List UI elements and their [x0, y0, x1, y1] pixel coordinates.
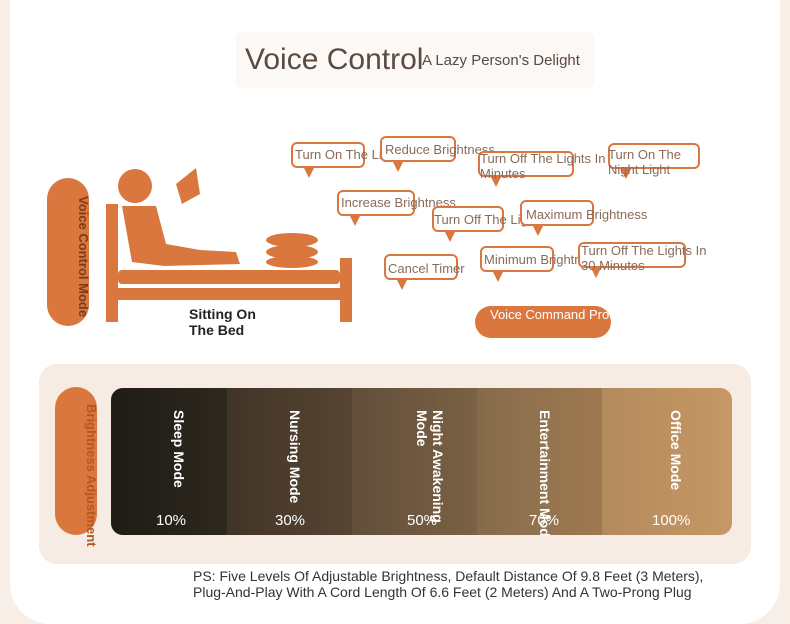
brightness-adjustment-pill	[55, 387, 97, 535]
voice-control-mode-label: Voice Control Mode	[76, 196, 91, 318]
mode-name: Sleep Mode	[171, 410, 187, 488]
mode-percent: 50%	[407, 512, 438, 529]
command-bubble	[337, 190, 415, 226]
title-banner	[236, 32, 594, 88]
command-text: Turn Off The Lights In 30 Minutes	[581, 243, 707, 273]
mode-segment[interactable]: Office Mode 100%	[602, 388, 732, 535]
command-text: Minimum Brightness	[484, 252, 602, 267]
command-text: Maximum Brightness	[526, 207, 648, 222]
command-text: Increase Brightness	[341, 195, 456, 210]
command-text: Turn On The Lights	[295, 147, 407, 162]
mode-segment[interactable]: Entertainment Mode 70%	[477, 388, 602, 535]
brightness-adjustment-label: Brightness Adjustment	[84, 404, 99, 547]
command-bubble	[291, 142, 365, 178]
command-text: Cancel Timer	[388, 261, 465, 276]
page-title: Voice Control	[245, 43, 424, 76]
command-bubble	[380, 136, 456, 172]
command-bubble	[520, 200, 594, 236]
command-bubble	[578, 242, 686, 278]
voice-control-mode-pill	[47, 178, 89, 326]
mode-percent: 70%	[529, 512, 560, 529]
voice-command-prompts-label: Voice Command Prompts	[490, 307, 638, 322]
scene-caption-line2: The Bed	[189, 322, 245, 338]
command-bubble	[432, 206, 504, 242]
voice-command-prompts-button[interactable]	[475, 306, 611, 338]
mode-segment[interactable]: Sleep Mode 10%	[111, 388, 227, 535]
command-text: Reduce Brightness	[385, 142, 495, 157]
mode-percent: 30%	[275, 512, 306, 529]
command-bubble	[608, 143, 700, 179]
page-subtitle: A Lazy Person's Delight	[422, 52, 580, 69]
footnote: PS: Five Levels Of Adjustable Brightness…	[193, 568, 704, 600]
mode-name: Nursing Mode	[287, 410, 303, 504]
mode-percent: 10%	[156, 512, 187, 529]
command-text: Turn On The Night Light	[608, 147, 681, 177]
person-on-bed-illustration	[106, 168, 352, 322]
mode-name: Entertainment Mode	[537, 410, 553, 535]
scene-caption: Sitting On The Bed	[189, 306, 256, 338]
mode-percent: 100%	[652, 512, 691, 529]
mode-name: Office Mode	[668, 410, 684, 491]
mode-segment[interactable]: Nursing Mode 30%	[227, 388, 352, 535]
command-bubble	[384, 254, 458, 290]
brightness-strip: Sleep Mode 10% Nursing Mode 30% Night Aw…	[111, 388, 732, 535]
command-text: Turn Off The Lights In 30 Minutes	[480, 151, 624, 181]
command-text: Turn Off The Lights	[434, 212, 546, 227]
mode-name: Night Awakening Mode	[414, 410, 446, 523]
mode-segment[interactable]: Night Awakening Mode 50%	[352, 388, 477, 535]
command-bubble	[480, 246, 554, 282]
scene-caption-line1: Sitting On	[189, 306, 256, 322]
command-bubble	[478, 151, 574, 187]
